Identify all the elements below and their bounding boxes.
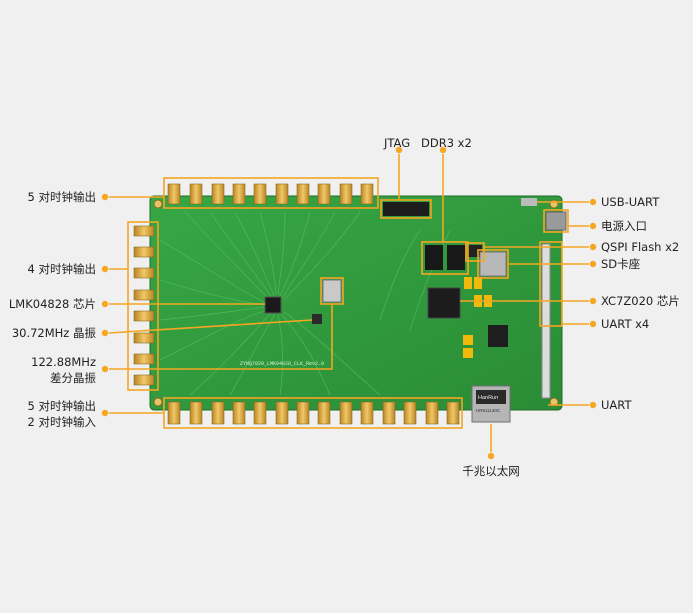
top-connectors-box (163, 177, 379, 209)
uart-header (541, 243, 551, 399)
callout-dots (101, 146, 597, 460)
label-ddr3: DDR3 x2 (421, 136, 472, 150)
ddr3-chip-1 (425, 245, 443, 270)
rj45-brand: HanRun (478, 395, 498, 401)
ddr3-chip-2 (447, 245, 465, 270)
eth-phy-chip (488, 325, 508, 347)
xtal-122-88mhz (322, 279, 342, 303)
jtag-header (383, 202, 429, 216)
usb-connector (521, 198, 537, 206)
label-xtal-122-line2: 差分晶振 (50, 371, 96, 385)
label-uart4: UART x4 (601, 317, 650, 331)
pcb-board (149, 195, 563, 411)
left-connectors-box (127, 221, 159, 391)
label-power: 电源入口 (601, 219, 647, 233)
label-usb-uart: USB-UART (601, 195, 660, 209)
label-jtag: JTAG (384, 136, 411, 150)
label-clk4: 4 对时钟输出 (27, 262, 96, 276)
label-uart: UART (601, 398, 632, 412)
label-xtal-30: 30.72MHz 晶振 (11, 326, 96, 340)
label-sd: SD卡座 (601, 257, 641, 271)
xc7z020-chip (427, 287, 461, 319)
label-lmk04828: LMK04828 芯片 (8, 297, 96, 311)
qspi-box (465, 242, 485, 262)
power-box (543, 209, 569, 233)
bottom-sma-connectors (167, 401, 460, 425)
ddr3-box (421, 241, 469, 275)
label-xtal-122-line1: 122.88MHz (31, 355, 96, 369)
label-clk5-bottom-line1: 5 对时钟输出 (27, 399, 96, 413)
jtag-box (380, 199, 432, 219)
left-sma-connectors (133, 225, 155, 386)
label-clk5-top: 5 对时钟输出 (27, 190, 96, 204)
power-jack (545, 211, 567, 231)
rj45-model: HR911130C (476, 408, 501, 413)
xtal-30-72mhz (312, 314, 322, 324)
label-ethernet: 千兆以太网 (462, 464, 520, 478)
lmk04828-chip (264, 296, 282, 314)
label-clk5-bottom-line2: 2 对时钟输入 (27, 415, 96, 429)
label-qspi: QSPI Flash x2 (601, 240, 680, 254)
mounting-holes (153, 199, 559, 407)
uart4-box (539, 241, 563, 327)
pcb-silkscreen: ZYNQ7020_LMK04828_CLK_Rev2.0 (240, 361, 324, 367)
top-sma-connectors (167, 183, 374, 205)
label-xc7z020: XC7Z020 芯片 (601, 294, 680, 308)
